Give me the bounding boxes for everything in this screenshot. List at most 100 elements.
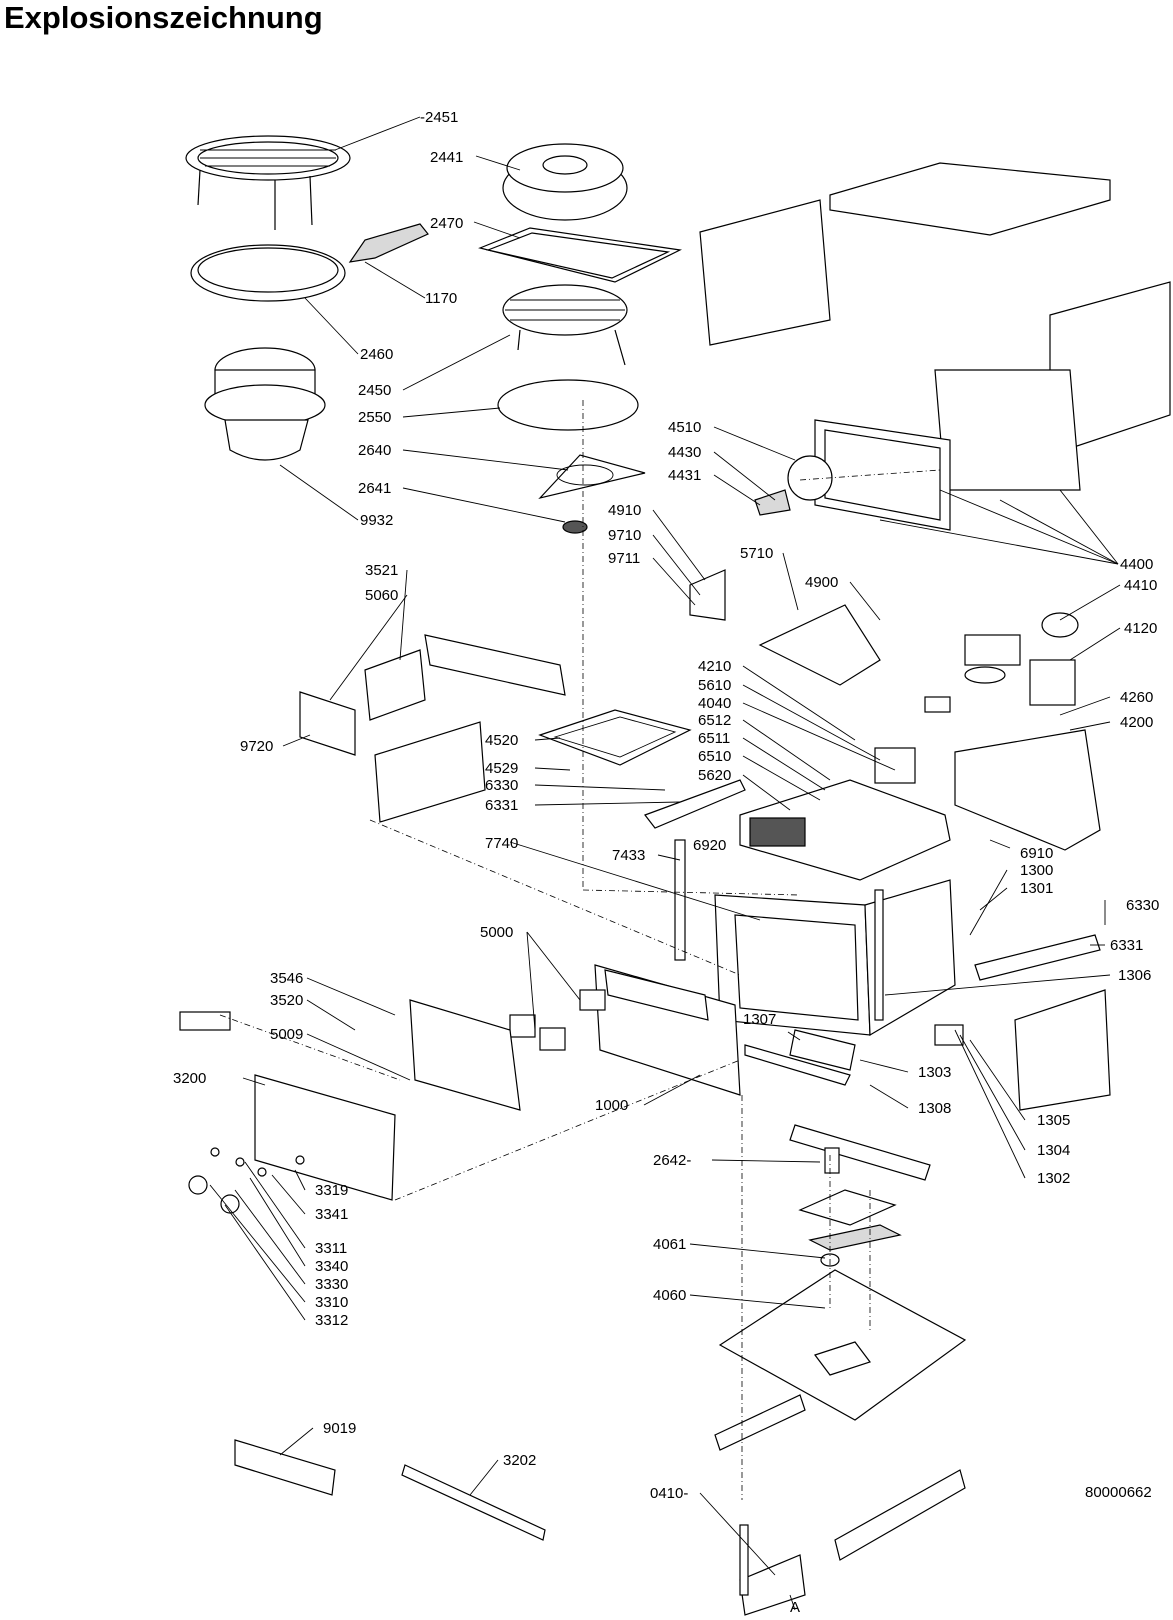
part-left-small: [179, 1011, 231, 1031]
pcb-9720: [299, 691, 356, 756]
callout-3200: 3200: [173, 1070, 206, 1087]
callout-5610: 5610: [698, 677, 731, 694]
hinge-1307: [789, 1029, 856, 1071]
callout-1000: 1000: [595, 1097, 628, 1114]
callout-4400: 4400: [1120, 556, 1153, 573]
leader-lines: [209, 116, 1121, 1611]
callout-1170: 1170: [425, 290, 457, 307]
callout-4060: 4060: [653, 1287, 686, 1304]
callout-2460: 2460: [360, 346, 393, 363]
page-title: Explosionszeichnung: [4, 0, 323, 35]
cabinet-4200: [954, 729, 1101, 851]
tray-2460: [190, 244, 346, 302]
callout-3546: 3546: [270, 970, 303, 987]
strip-3202: [401, 1464, 546, 1541]
crisp-plate-2441: [502, 143, 628, 221]
callout-4061: 4061: [653, 1236, 686, 1253]
callout-2641: 2641: [358, 480, 391, 497]
rail-left: [644, 779, 746, 829]
callout-6910: 6910: [1020, 845, 1053, 862]
turntable-2550: [497, 379, 639, 431]
switch-b: [539, 1027, 566, 1051]
callout-1305: 1305: [1037, 1112, 1070, 1129]
callout-2450: 2450: [358, 382, 391, 399]
callout-1301: 1301: [1020, 880, 1053, 897]
fan-4431: [754, 489, 791, 516]
callout-4910: 4910: [608, 502, 641, 519]
callout-3521: 3521: [365, 562, 398, 579]
callout-3330: 3330: [315, 1276, 348, 1293]
callout-1304: 1304: [1037, 1142, 1070, 1159]
callout-4529: 4529: [485, 760, 518, 777]
foot-rail-a: [714, 1394, 806, 1451]
callout-6512: 6512: [698, 712, 731, 729]
parts-illustration: [179, 135, 1171, 1616]
callout-9720: 9720: [240, 738, 273, 755]
callout-4430: 4430: [668, 444, 701, 461]
insulation-1305: [1014, 989, 1111, 1111]
rail-bottom: [789, 1124, 931, 1181]
callout-3520: 3520: [270, 992, 303, 1009]
callout-6330-left: 6330: [485, 777, 518, 794]
callout-3319: 3319: [315, 1182, 348, 1199]
callout-2550: 2550: [358, 409, 391, 426]
callout-4260: 4260: [1120, 689, 1153, 706]
callout-1303: 1303: [918, 1064, 951, 1081]
callout-6920: 6920: [693, 837, 726, 854]
callout-2642: 2642-: [653, 1152, 691, 1169]
callout-3311: 3311: [315, 1240, 347, 1257]
callout-1307: 1307: [743, 1011, 776, 1028]
control-panel-3200: [254, 1074, 396, 1201]
strip-7433: [674, 839, 686, 961]
control-frame: [409, 999, 521, 1111]
callout-3310: 3310: [315, 1294, 348, 1311]
callout-9710: 9710: [608, 527, 641, 544]
rail-1303: [744, 1044, 851, 1086]
plate-2642: [798, 1189, 897, 1226]
grill-4520: [538, 709, 692, 766]
bolt-2642: [824, 1147, 840, 1174]
callout-5710: 5710: [740, 545, 773, 562]
cavity-frame: [934, 369, 1081, 491]
callout-1306: 1306: [1118, 967, 1151, 984]
callout-5620: 5620: [698, 767, 731, 784]
callout-4120: 4120: [1124, 620, 1157, 637]
callout-2640: 2640: [358, 442, 391, 459]
round-rack-2451: [185, 135, 351, 230]
cavity-top: [739, 779, 951, 881]
callout-3341: 3341: [315, 1206, 348, 1223]
callout-5000: 5000: [480, 924, 513, 941]
callout-2451: -2451: [420, 109, 458, 126]
callout-1308: 1308: [918, 1100, 951, 1117]
callout-3202: 3202: [503, 1452, 536, 1469]
callout-9932: 9932: [360, 512, 393, 529]
callout-6510: 6510: [698, 748, 731, 765]
callout-9711: 9711: [608, 550, 640, 567]
callout-3312: 3312: [315, 1312, 348, 1329]
callout-7740: 7740: [485, 835, 518, 852]
base-plate: [718, 1269, 967, 1421]
callout-7433: 7433: [612, 847, 645, 864]
callout-3340: 3340: [315, 1258, 348, 1275]
callout-6331-right: 6331: [1110, 937, 1143, 954]
handle-1170: [348, 223, 429, 263]
capacitor: [924, 696, 951, 713]
hinge-1305: [934, 1024, 964, 1046]
callout-1302: 1302: [1037, 1170, 1070, 1187]
knob-3311: [188, 1175, 208, 1195]
callout-9019: 9019: [323, 1420, 356, 1437]
callout-labels: -2451 2441 2470 1170 2460 2450 2550 2640…: [173, 109, 1159, 1616]
switch-c: [579, 989, 606, 1011]
callout-4410: 4410: [1124, 577, 1157, 594]
bracket-3521: [424, 634, 566, 696]
callout-5060: 5060: [365, 587, 398, 604]
bracket-6331-right: [974, 934, 1101, 981]
control-board-5060: [364, 649, 426, 721]
callout-4210: 4210: [698, 658, 731, 675]
air-guide-4900: [758, 604, 881, 686]
foot-0410: [739, 1554, 806, 1616]
assembly-axis-lines: [219, 400, 941, 1500]
strip-1306: [874, 889, 884, 1021]
callout-6331-left: 6331: [485, 797, 518, 814]
